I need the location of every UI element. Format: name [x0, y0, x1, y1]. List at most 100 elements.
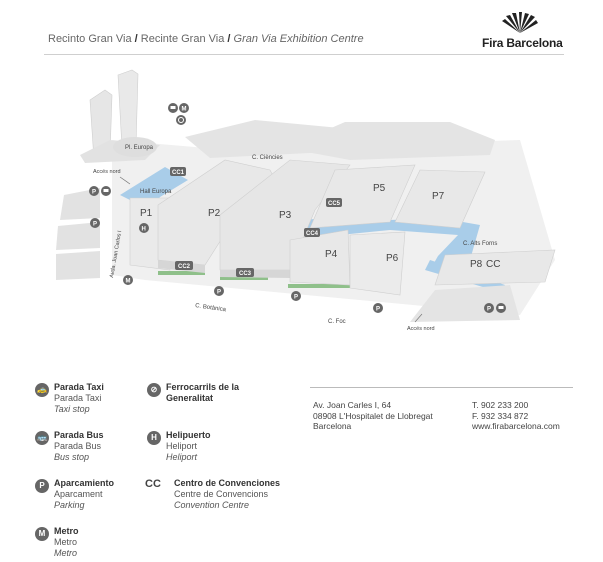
label-cc4: CC4	[306, 231, 319, 237]
label-access-north-west: Accés nord	[93, 169, 121, 175]
north-plate	[285, 122, 495, 160]
label-hall-europa: Hall Europa	[140, 189, 172, 195]
map-parking-icon: P	[89, 186, 99, 196]
convention-centre-icon: CC	[145, 478, 161, 490]
contact-web[interactable]: www.firabarcelona.com	[472, 421, 560, 431]
title-catalan: Recinto Gran Via	[48, 33, 132, 45]
map-metro-icon: M	[179, 103, 189, 113]
label-p2: P2	[208, 208, 221, 219]
header-divider	[44, 54, 564, 55]
green-strip	[220, 276, 268, 280]
legend-taxi-en: Taxi stop	[54, 404, 90, 414]
hall-p6	[349, 231, 406, 296]
walkway-east	[305, 215, 480, 270]
map-parking-icon: P	[90, 218, 100, 228]
legend-bus-title: Parada Bus	[54, 430, 104, 440]
title-separator: /	[227, 33, 231, 45]
bus-icon: 🚌	[35, 431, 49, 445]
title-english: Gran Via Exhibition Centre	[233, 33, 364, 45]
legend-metro-en: Metro	[54, 548, 78, 558]
label-access-north-east: Accés nord	[407, 326, 435, 332]
hall-p7	[394, 169, 486, 229]
legend-fgc-title-2: Generalitat	[166, 393, 214, 403]
legend-metro-es: Metro	[54, 537, 78, 547]
badge-cc5	[326, 198, 342, 207]
site-plan: P1 P2 P3 P4 P5 P6 P7 P8 CC CC1 CC2 CC3 C…	[56, 69, 556, 332]
green-strip	[288, 284, 388, 288]
svg-text:M: M	[126, 279, 131, 285]
legend-parking-title: Aparcamiento	[54, 478, 115, 488]
label-p3: P3	[279, 210, 292, 221]
map-taxi-icon	[101, 186, 111, 196]
contact-phone: T. 902 233 200	[472, 400, 529, 410]
legend-heli-es: Heliport	[166, 441, 198, 451]
label-pl-europa: Pl. Europa	[125, 145, 154, 151]
map-metro-icon: M	[123, 275, 133, 285]
west-plot	[56, 222, 100, 250]
label-p4: P4	[325, 249, 338, 260]
arrow-access-west	[119, 176, 131, 185]
svg-text:P: P	[294, 295, 298, 301]
address-block: Av. Joan Carles I, 64 08908 L'Hospitalet…	[313, 400, 433, 432]
label-cc3: CC3	[239, 271, 252, 277]
hall-p5	[309, 164, 416, 229]
contact-fax: F. 932 334 872	[472, 410, 529, 421]
south-east-plate	[410, 285, 520, 322]
venue-map: P1 P2 P3 P4 P5 P6 P7 P8 CC CC1 CC2 CC3 C…	[50, 60, 560, 340]
address-line1: Av. Joan Carles I, 64	[313, 400, 392, 410]
helipad-icon: H	[147, 431, 161, 445]
legend-parking-es: Aparcament	[54, 489, 103, 499]
address-line2: 08908 L'Hospitalet de Llobregat	[313, 410, 433, 421]
hall-p8	[434, 249, 556, 286]
svg-text:H: H	[142, 227, 146, 233]
metro-icon: M	[35, 527, 49, 541]
svg-text:P: P	[376, 307, 380, 313]
tower-building	[117, 69, 139, 149]
legend-convention-en: Convention Centre	[174, 500, 250, 510]
svg-text:P: P	[217, 290, 221, 296]
svg-text:P: P	[92, 190, 96, 196]
map-parking-icon: P	[373, 303, 383, 313]
arrow-access-east	[414, 313, 423, 323]
map-helipad-icon: H	[139, 223, 149, 233]
west-plot	[56, 251, 100, 280]
hall-p3-side	[220, 270, 290, 278]
legend-convention-es: Centre de Convencions	[174, 489, 269, 499]
legend-parking-en: Parking	[54, 500, 85, 510]
svg-text:P: P	[487, 307, 491, 313]
label-p1: P1	[140, 208, 153, 219]
address-line3: Barcelona	[313, 421, 352, 431]
badge-cc3	[236, 268, 254, 277]
label-cc5: CC5	[328, 201, 341, 207]
legend-fgc-title-1: Ferrocarrils de la	[166, 382, 240, 392]
green-strip	[158, 271, 205, 275]
legend-convention-title: Centro de Convenciones	[174, 478, 281, 488]
label-c-alts-forns: C. Alts Forns	[463, 241, 497, 247]
label-c-foc: C. Foc	[328, 319, 346, 325]
badge-cc2	[175, 261, 193, 270]
map-taxi-icon	[168, 103, 178, 113]
map-fgc-icon	[176, 115, 186, 125]
map-parking-icon: P	[291, 291, 301, 301]
map-title: Recinto Gran Via / Recinte Gran Via / Gr…	[48, 33, 364, 45]
label-cc1: CC1	[172, 170, 185, 176]
label-p7: P7	[432, 191, 445, 202]
west-plot	[60, 188, 100, 220]
legend-bus-en: Bus stop	[54, 452, 90, 462]
map-parking-icon: P	[214, 286, 224, 296]
fira-barcelona-logo[interactable]: Fira Barcelona	[482, 12, 563, 52]
legend-heli-title: Helipuerto	[166, 430, 211, 440]
legend-metro-title: Metro	[54, 526, 79, 536]
label-c-ciencies: C. Ciències	[252, 155, 283, 161]
legend-bus-es: Parada Bus	[54, 441, 102, 451]
logo-wordmark: Fira Barcelona	[482, 36, 563, 50]
badge-cc1	[170, 167, 186, 176]
plaza-europa	[113, 137, 157, 157]
fan-logo-icon	[502, 12, 538, 33]
legend-taxi-title: Parada Taxi	[54, 382, 104, 392]
label-cc2: CC2	[178, 264, 191, 270]
taxi-icon: 🚕	[35, 383, 49, 397]
fgc-train-icon: ⊘	[147, 383, 161, 397]
map-parking-icon: P	[484, 303, 494, 313]
label-p6: P6	[386, 253, 399, 264]
